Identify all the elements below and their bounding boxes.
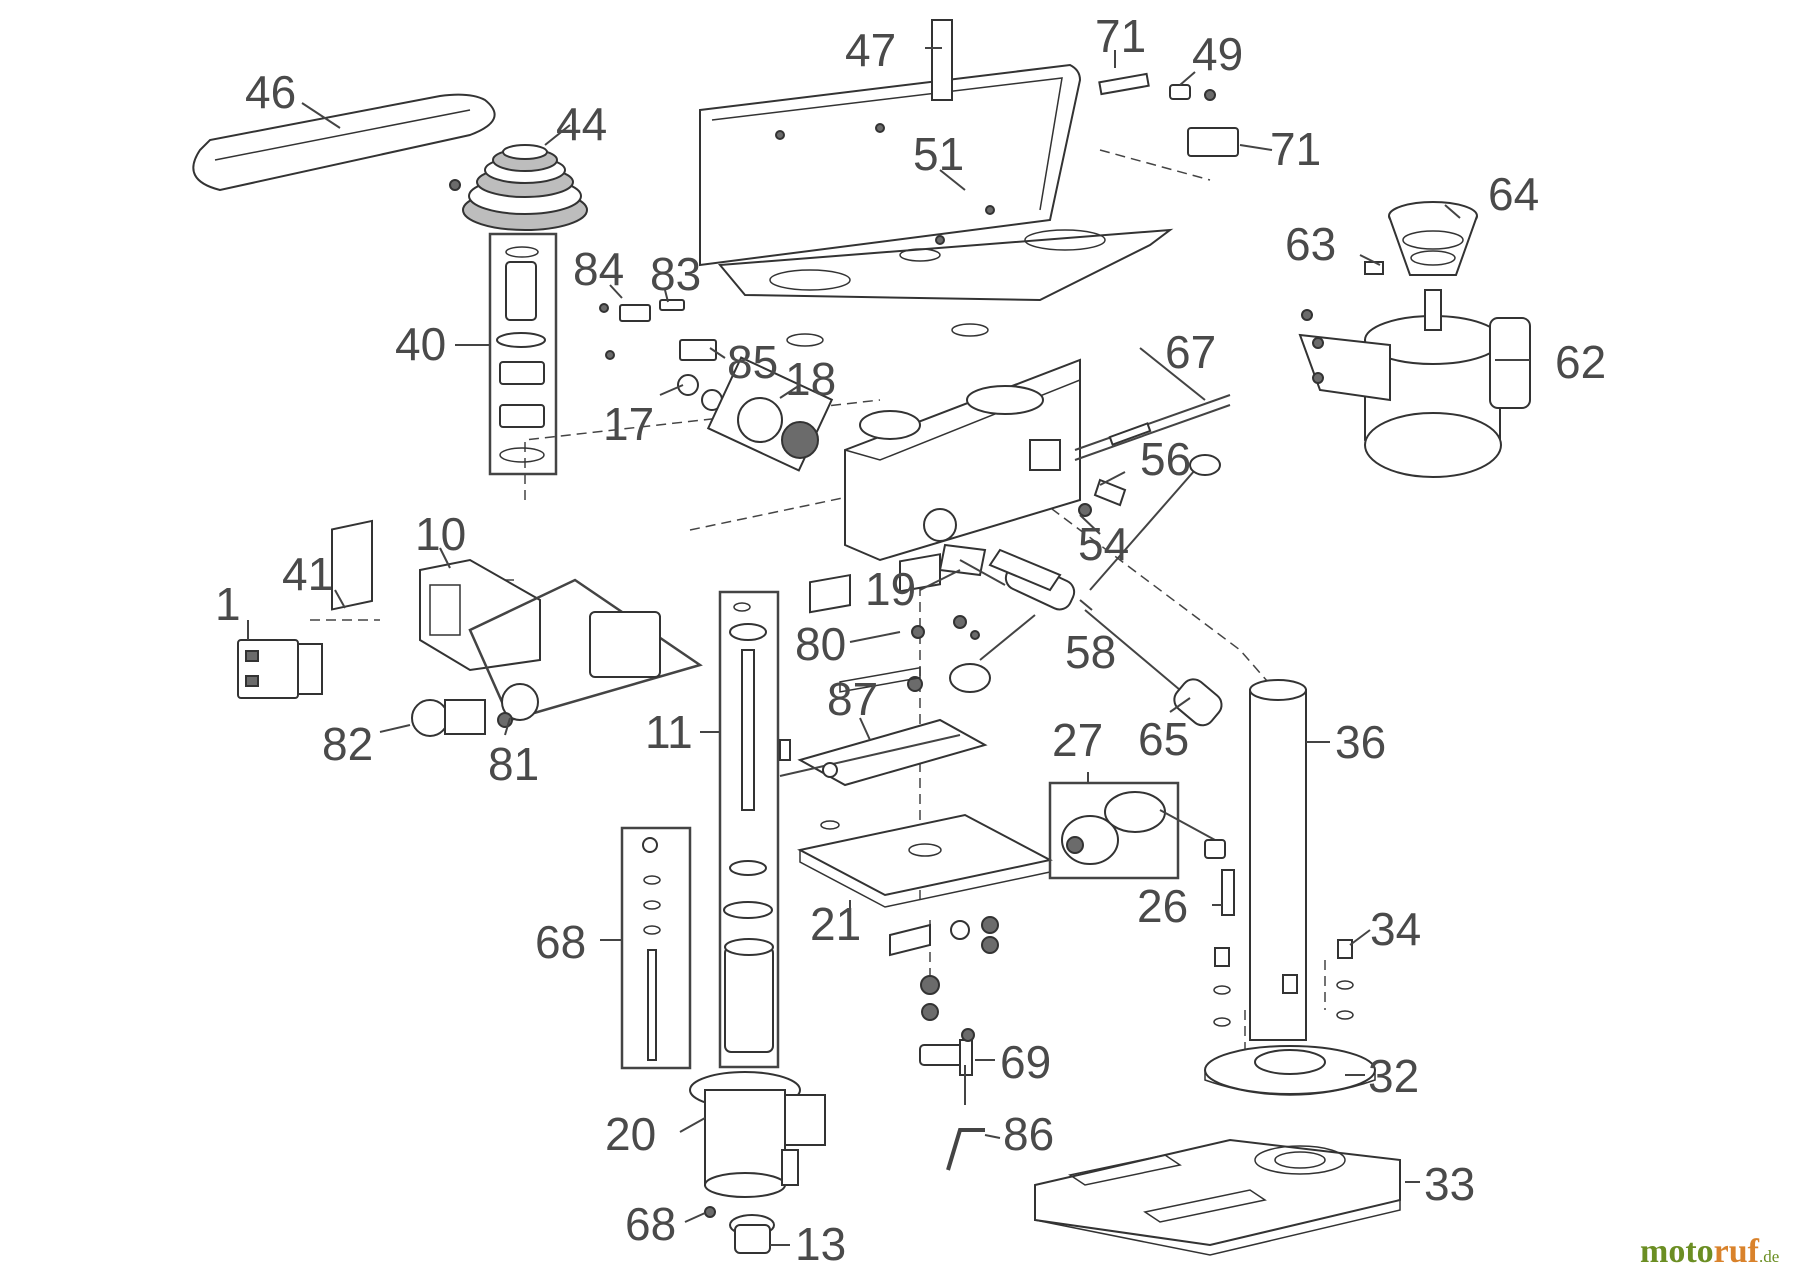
part-label-85: 85 — [727, 336, 778, 388]
part-label-82: 82 — [322, 718, 373, 770]
work-table — [797, 666, 1053, 1021]
spindle-sleeve-group — [488, 232, 558, 476]
part-label-69: 69 — [1000, 1036, 1051, 1088]
quill-chuck — [689, 1071, 826, 1254]
part-label-26: 26 — [1137, 880, 1188, 932]
chuck-key — [919, 1028, 975, 1105]
feed-handles — [949, 454, 1223, 727]
depth-stop — [1074, 394, 1231, 517]
part-label-56: 56 — [1140, 433, 1191, 485]
part-label-65: 65 — [1138, 713, 1189, 765]
base-bolts — [1213, 939, 1354, 1027]
part-label-84: 84 — [573, 243, 624, 295]
head-small-parts — [911, 543, 1006, 640]
belt-cover — [699, 19, 1174, 347]
part-label-64: 64 — [1488, 168, 1539, 220]
part-label-87: 87 — [827, 673, 878, 725]
part-label-34: 34 — [1370, 903, 1421, 955]
part-label-62: 62 — [1555, 336, 1606, 388]
switch-box — [237, 519, 541, 699]
column-flange — [1204, 1045, 1376, 1096]
part-number-labels: 46 44 47 71 49 71 51 64 63 62 84 83 40 8… — [215, 10, 1606, 1270]
watermark-brand-a: moto — [1640, 1233, 1714, 1270]
base — [1034, 1138, 1401, 1256]
machine-vise — [779, 553, 988, 787]
hex-key — [946, 1128, 985, 1171]
part-label-27: 27 — [1052, 714, 1103, 766]
watermark-tld: .de — [1759, 1247, 1779, 1266]
part-label-54: 54 — [1078, 518, 1129, 570]
part-label-67: 67 — [1165, 326, 1216, 378]
part-label-68-left: 68 — [535, 916, 586, 968]
feed-spring — [677, 356, 834, 472]
part-label-86: 86 — [1003, 1108, 1054, 1160]
part-label-19: 19 — [865, 563, 916, 615]
part-label-51: 51 — [913, 128, 964, 180]
part-label-47: 47 — [845, 24, 896, 76]
part-label-11: 11 — [645, 706, 693, 758]
part-label-44: 44 — [556, 98, 607, 150]
part-label-83: 83 — [650, 248, 701, 300]
part-label-71-top: 71 — [1095, 10, 1146, 62]
cover-switch-parts — [1098, 72, 1239, 157]
part-label-1: 1 — [215, 578, 241, 630]
part-label-20: 20 — [605, 1108, 656, 1160]
spindle-assembly — [718, 590, 780, 1069]
part-label-36: 36 — [1335, 716, 1386, 768]
part-label-13: 13 — [795, 1218, 846, 1270]
table-bracket — [1048, 781, 1235, 916]
svg-text:motoruf.de: motoruf.de — [1640, 1233, 1779, 1270]
part-label-58: 58 — [1065, 626, 1116, 678]
part-label-21: 21 — [810, 898, 861, 950]
switch-bracket-parts — [599, 299, 717, 361]
belt — [192, 93, 496, 192]
part-label-71-right: 71 — [1270, 123, 1321, 175]
key-switch — [411, 578, 703, 737]
part-label-40: 40 — [395, 318, 446, 370]
spindle-pulley — [449, 144, 588, 231]
part-label-17: 17 — [603, 398, 654, 450]
brand-watermark: motoruf.de — [1640, 1233, 1779, 1270]
part-label-10: 10 — [415, 508, 466, 560]
watermark-brand-b: ruf — [1714, 1233, 1760, 1270]
part-label-68-bottom: 68 — [625, 1198, 676, 1250]
part-label-41: 41 — [282, 548, 333, 600]
part-label-81: 81 — [488, 738, 539, 790]
part-label-80: 80 — [795, 618, 846, 670]
head-casting — [844, 358, 1081, 562]
part-label-49: 49 — [1192, 28, 1243, 80]
part-label-18: 18 — [785, 353, 836, 405]
depth-rod-assembly — [620, 826, 692, 1070]
leader-lines — [247, 47, 1530, 1246]
part-label-33: 33 — [1424, 1158, 1475, 1210]
part-label-32: 32 — [1368, 1050, 1419, 1102]
motor — [1298, 201, 1531, 478]
part-label-63: 63 — [1285, 218, 1336, 270]
part-label-46: 46 — [245, 66, 296, 118]
